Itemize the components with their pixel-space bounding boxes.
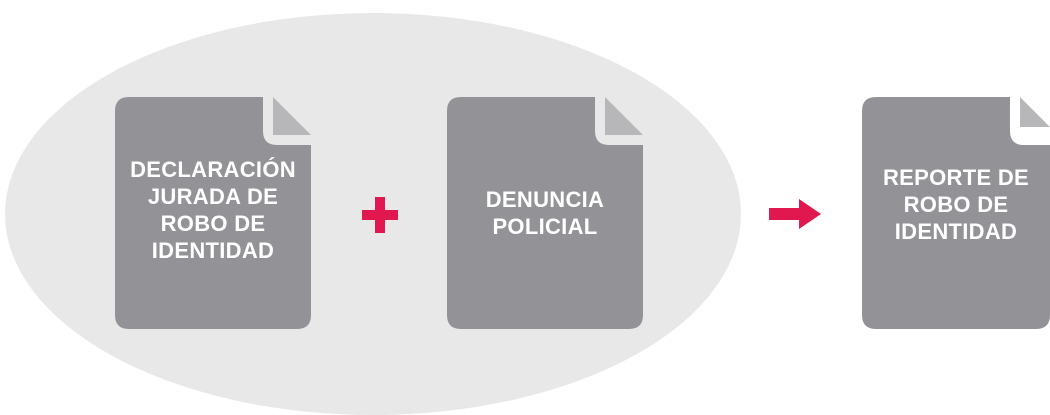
document-label: DECLARACIÓN JURADA DE ROBO DE IDENTIDAD [130,157,296,263]
document-label: REPORTE DE ROBO DE IDENTIDAD [882,164,1030,244]
document-icon [447,97,643,329]
document-reporte-robo-identidad: REPORTE DE ROBO DE IDENTIDAD [862,97,1050,329]
document-icon [862,97,1050,329]
document-label: DENUNCIA POLICIAL [485,187,605,239]
right-arrow-icon [769,199,821,229]
plus-icon [362,197,398,233]
document-denuncia-policial: DENUNCIA POLICIAL [447,97,643,329]
document-icon [115,97,311,329]
document-declaracion-jurada: DECLARACIÓN JURADA DE ROBO DE IDENTIDAD [115,97,311,329]
